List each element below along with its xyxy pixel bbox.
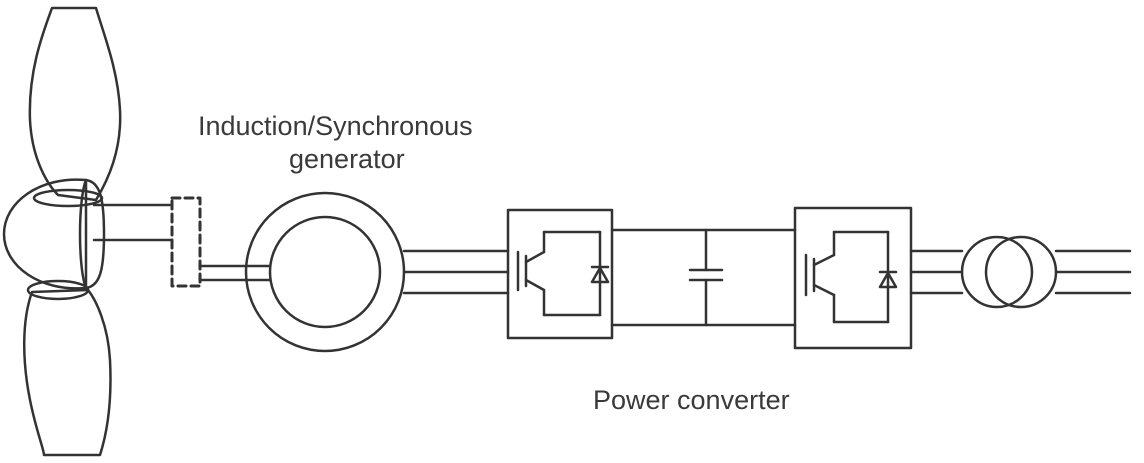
hub-ring — [78, 178, 106, 290]
generator-label-line2: generator — [289, 144, 405, 174]
generator-rotor — [268, 215, 382, 329]
gearbox-dashed — [170, 196, 202, 288]
lower-blade-root — [26, 279, 90, 301]
lower-blade — [22, 288, 112, 457]
igbt-diode-symbol-1 — [516, 230, 610, 317]
generator-label-line1: Induction/Synchronous — [198, 111, 473, 141]
transformer-primary-winding — [960, 235, 1034, 309]
hub-nose-cone — [2, 178, 88, 290]
igbt-diode-symbol-2 — [804, 230, 898, 324]
inverter-box — [793, 206, 913, 350]
dc-link-capacitor — [688, 228, 724, 327]
power-converter-label: Power converter — [593, 385, 790, 415]
upper-blade — [28, 6, 122, 202]
rectifier-box — [506, 208, 614, 340]
upper-blade-root — [32, 188, 104, 208]
